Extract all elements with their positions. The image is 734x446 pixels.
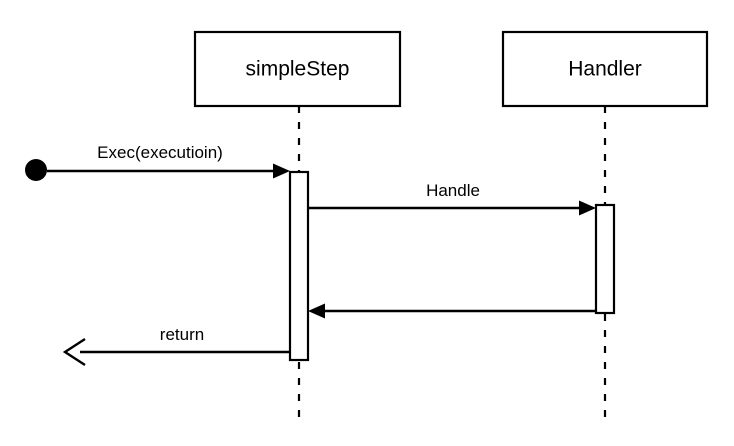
participant-box-simplestep[interactable] <box>193 30 402 108</box>
message-label-exec: Exec(executioin) <box>97 143 223 162</box>
participant-boxes-layer: simpleStep Handler <box>193 30 709 108</box>
messages-layer: Exec(executioin) Handle return <box>47 143 614 367</box>
message-label-return: return <box>160 325 204 344</box>
found-message-origin-dot <box>25 159 47 181</box>
lifelines-layer <box>297 106 607 420</box>
participant-box-handler[interactable] <box>501 30 709 108</box>
arrowhead-solid-handler-return <box>308 303 325 319</box>
message-return[interactable]: return <box>62 325 305 367</box>
activations-layer <box>288 170 616 362</box>
activation-bar-simplestep[interactable] <box>288 170 310 362</box>
arrowhead-solid-exec <box>273 163 290 179</box>
message-handle[interactable]: Handle <box>308 181 596 216</box>
arrowhead-solid-handle <box>579 200 596 216</box>
activation-bar-handler[interactable] <box>594 203 616 315</box>
participant-simplestep[interactable]: simpleStep <box>193 30 402 108</box>
participant-label-handler: Handler <box>568 58 642 81</box>
message-handler-return[interactable] <box>308 303 614 319</box>
participant-label-simplestep: simpleStep <box>246 58 350 81</box>
participant-handler[interactable]: Handler <box>501 30 709 108</box>
arrowhead-open-return <box>62 337 86 367</box>
message-label-handle: Handle <box>426 181 480 200</box>
message-exec[interactable]: Exec(executioin) <box>47 143 290 179</box>
